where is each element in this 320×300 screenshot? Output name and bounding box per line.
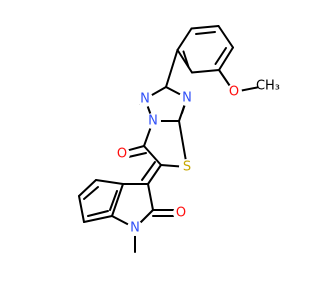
bond (111, 183, 124, 217)
bond-layer (78, 25, 258, 253)
bond (143, 145, 162, 166)
bond (83, 186, 99, 200)
bond (95, 179, 124, 185)
bond (191, 69, 220, 74)
triazole-nitrogen-label: N (140, 92, 150, 107)
bond (78, 195, 85, 223)
thiazole-sulfur-label: S (183, 160, 191, 175)
triazole-nitrogen-label: N (182, 91, 192, 106)
bond (176, 27, 193, 51)
bond (218, 46, 234, 71)
bond (83, 215, 113, 223)
bond (147, 164, 162, 185)
bond (176, 49, 193, 74)
bond (195, 31, 216, 35)
methyl-label: CH₃ (256, 79, 280, 94)
bond (87, 210, 109, 217)
bond (147, 183, 154, 211)
thiazolone-oxygen-label: O (117, 147, 127, 162)
atom-label-layer: O N N N S O O N CH₃ (114, 79, 280, 236)
bond (217, 25, 234, 49)
bond (190, 25, 220, 30)
bond (165, 49, 179, 88)
bond (182, 50, 190, 68)
indolinone-oxygen-label: O (176, 206, 186, 221)
molecule-structure-diagram: O N N N S O O N CH₃ (78, 25, 280, 253)
triazole-nitrogen-label: N (148, 114, 158, 129)
bond (141, 161, 156, 181)
bond (109, 190, 118, 211)
bond (78, 179, 97, 197)
methoxy-oxygen-label: O (229, 85, 239, 100)
bond (214, 47, 227, 65)
indoline-nitrogen-label: N (130, 221, 140, 236)
